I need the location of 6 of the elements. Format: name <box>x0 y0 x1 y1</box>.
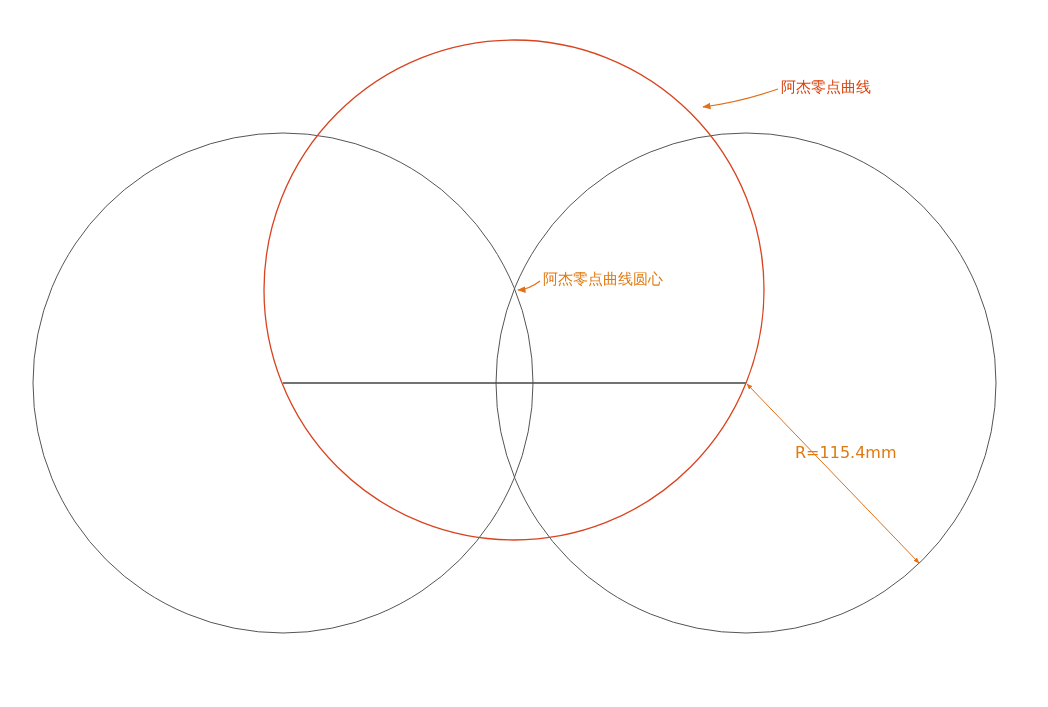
callout-text: 阿杰零点曲线 <box>781 78 871 97</box>
leader-arrow <box>702 88 779 110</box>
leader-arrow <box>517 280 541 293</box>
dimension-label: R=115.4mm <box>795 443 897 462</box>
curve-circle <box>264 40 764 540</box>
callout-text: 阿杰零点曲线圆心 <box>543 270 663 289</box>
